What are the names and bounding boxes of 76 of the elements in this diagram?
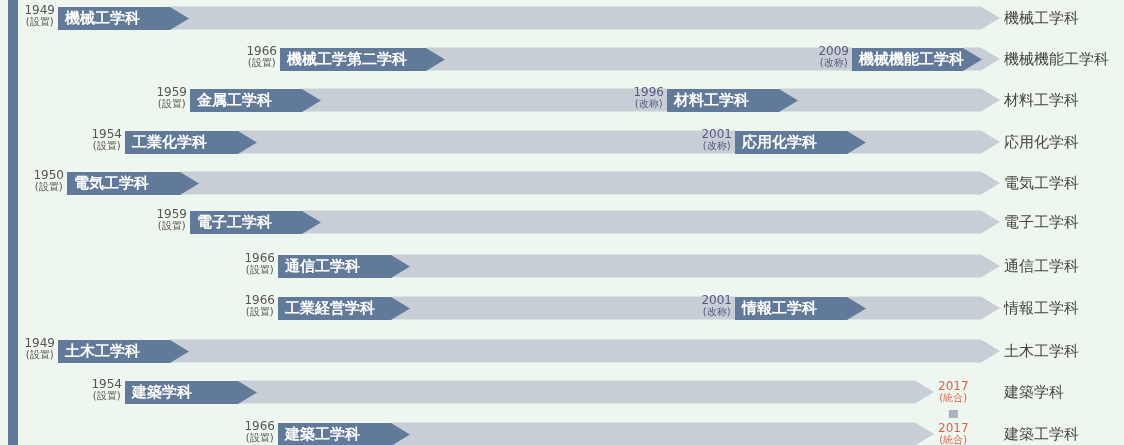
timeline-band <box>847 130 1000 154</box>
year-label: 1954 <box>91 127 122 140</box>
timeline-band <box>779 88 1000 112</box>
year-label: 2017 <box>938 380 969 392</box>
status-label: (設置) <box>244 263 275 276</box>
department-name: 材料工学科 <box>674 89 749 111</box>
timeline-band <box>170 339 1000 363</box>
year-label: 1966 <box>244 293 275 306</box>
status-label: (設置) <box>91 389 122 402</box>
status-label: (設置) <box>156 219 187 232</box>
timeline-band <box>302 88 667 112</box>
year-label: 2017 <box>938 422 969 434</box>
year-label: 1966 <box>244 419 275 432</box>
status-label: (改称) <box>633 97 664 110</box>
department-name-label: 応用化学科 <box>1004 133 1079 151</box>
department-name-label: 土木工学科 <box>1004 342 1079 360</box>
department-name: 金属工学科 <box>197 89 272 111</box>
year-label: 1950 <box>33 168 64 181</box>
timeline-band <box>238 380 934 404</box>
status-label: (設置) <box>24 15 55 28</box>
department-name-label: 建築学科 <box>1004 383 1064 401</box>
department-name-label: 情報工学科 <box>1004 299 1079 317</box>
year-label: 1966 <box>246 44 277 57</box>
department-name: 情報工学科 <box>742 297 817 319</box>
timeline-band <box>180 171 1000 195</box>
department-name-label: 材料工学科 <box>1004 91 1079 109</box>
department-name-label: 建築工学科 <box>1004 425 1079 443</box>
timeline-band <box>170 6 1000 30</box>
department-name-label: 機械機能工学科 <box>1004 50 1109 68</box>
timeline-band <box>302 210 1000 234</box>
status-label: (統合) <box>938 434 969 445</box>
department-name: 工業化学科 <box>132 131 207 153</box>
status-label: (設置) <box>246 56 277 69</box>
status-label: (設置) <box>156 97 187 110</box>
year-label: 1996 <box>633 85 664 98</box>
timeline-band <box>391 422 934 445</box>
department-name-label: 電気工学科 <box>1004 174 1079 192</box>
status-label: (設置) <box>244 431 275 444</box>
department-name: 建築工学科 <box>285 423 360 445</box>
department-name: 機械機能工学科 <box>859 48 964 70</box>
status-label: (改称) <box>701 139 732 152</box>
department-name: 建築学科 <box>132 381 192 403</box>
year-label: 2001 <box>701 127 732 140</box>
department-name: 応用化学科 <box>742 131 817 153</box>
year-label: 1954 <box>91 377 122 390</box>
department-name: 土木工学科 <box>65 340 140 362</box>
status-label: (改称) <box>701 305 732 318</box>
timeline-band <box>963 47 1000 71</box>
department-name-label: 機械工学科 <box>1004 9 1079 27</box>
year-label: 1949 <box>24 3 55 16</box>
year-label: 2009 <box>818 44 849 57</box>
status-label: (設置) <box>33 180 64 193</box>
department-name: 電気工学科 <box>74 172 149 194</box>
status-label: (統合) <box>938 392 969 404</box>
status-label: (設置) <box>24 348 55 361</box>
status-label: (設置) <box>244 305 275 318</box>
department-name: 機械工学科 <box>65 7 140 29</box>
timeline-band <box>426 47 852 71</box>
year-label: 2001 <box>701 293 732 306</box>
timeline-band <box>238 130 735 154</box>
year-label: 1949 <box>24 336 55 349</box>
timeline-band <box>391 296 735 320</box>
status-label: (設置) <box>91 139 122 152</box>
timeline-band <box>391 254 1000 278</box>
year-label: 1959 <box>156 207 187 220</box>
status-label: (改称) <box>818 56 849 69</box>
year-label: 1966 <box>244 251 275 264</box>
department-name-label: 通信工学科 <box>1004 257 1079 275</box>
department-name: 電子工学科 <box>197 211 272 233</box>
department-name: 機械工学第二学科 <box>287 48 407 70</box>
connector-bar <box>948 410 958 418</box>
department-name: 通信工学科 <box>285 255 360 277</box>
year-label: 1959 <box>156 85 187 98</box>
department-name-label: 電子工学科 <box>1004 213 1079 231</box>
department-name: 工業経営学科 <box>285 297 375 319</box>
timeline-band <box>847 296 1000 320</box>
